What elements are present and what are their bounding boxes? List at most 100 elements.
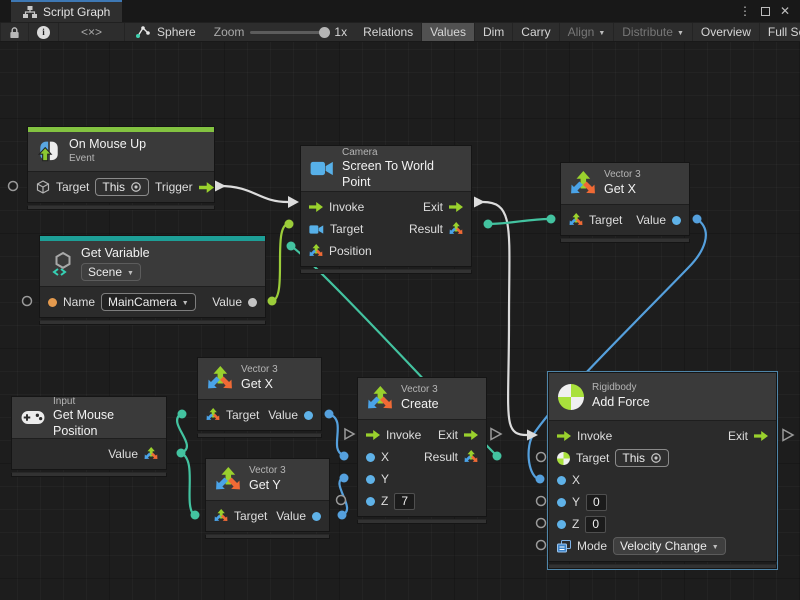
wire-w-trigger-invoke[interactable]: [219, 186, 288, 202]
port-addforce-target: [537, 453, 546, 462]
node-on-mouse-up[interactable]: On Mouse Up Event Target This: [27, 126, 215, 210]
float-port-dot[interactable]: [366, 475, 375, 484]
target-label: Target: [330, 222, 363, 236]
toolbar-button-values[interactable]: Values: [422, 23, 475, 41]
info-button[interactable]: i: [29, 23, 59, 41]
close-icon[interactable]: ✕: [780, 4, 790, 18]
toolbar-button-overview[interactable]: Overview: [693, 23, 760, 41]
flow-arrow-icon[interactable]: [754, 431, 768, 441]
toolbar-button-dim[interactable]: Dim: [475, 23, 513, 41]
wire-w-gety-createy[interactable]: [339, 478, 347, 515]
toolbar-button-fullscreen[interactable]: Full Screen: [760, 23, 800, 41]
object-port-dot[interactable]: [248, 298, 257, 307]
chevron-down-icon: ▼: [677, 30, 684, 37]
float-port-dot[interactable]: [557, 476, 566, 485]
mode-dropdown[interactable]: Velocity Change▼: [613, 537, 726, 555]
port-gety-target: [191, 511, 200, 520]
node-screen-to-world-point[interactable]: Camera Screen To World Point Invoke Exit: [300, 145, 472, 274]
vector3-icon[interactable]: [309, 244, 323, 258]
zoom-slider[interactable]: [250, 31, 328, 34]
node-title: On Mouse Up: [69, 137, 146, 153]
wire-w-result-getx[interactable]: [488, 219, 549, 224]
tab-script-graph[interactable]: Script Graph: [11, 0, 122, 22]
variable-scope-dropdown[interactable]: Scene▼: [81, 263, 141, 281]
port-create-result: [493, 452, 502, 461]
string-port-dot[interactable]: [48, 298, 57, 307]
port-create-y: [340, 474, 349, 483]
float-port-dot[interactable]: [312, 512, 321, 521]
vector3-icon[interactable]: [464, 450, 478, 464]
target-self-field[interactable]: This: [615, 449, 669, 467]
node-rigidbody-add-force[interactable]: Rigidbody Add Force Invoke Exit Target: [547, 371, 778, 570]
invoke-label: Invoke: [577, 429, 612, 443]
wire-w-exit-addforce[interactable]: [483, 202, 527, 435]
port-camera-exit: [474, 197, 485, 208]
z-value-field[interactable]: 7: [394, 493, 415, 510]
toolbar-button-relations[interactable]: Relations: [355, 23, 422, 41]
vector3-icon: [570, 171, 596, 197]
node-vector3-get-y[interactable]: Vector 3 Get Y Target Value: [205, 458, 330, 539]
wire-w-variable-target[interactable]: [272, 224, 288, 301]
y-value-field[interactable]: 0: [586, 494, 607, 511]
gamepad-icon: [21, 410, 45, 425]
wire-w-getx-createx[interactable]: [329, 414, 343, 455]
float-port-dot[interactable]: [557, 498, 566, 507]
wire-w-mouse-getx[interactable]: [177, 414, 187, 453]
rigidbody-mini-icon[interactable]: [557, 452, 570, 465]
toolbar-button-carry[interactable]: Carry: [513, 23, 559, 41]
titlebar: Script Graph ⋮ ✕: [0, 0, 800, 22]
port-create-exit: [491, 429, 501, 440]
zoom-slider-handle[interactable]: [319, 27, 330, 38]
lock-button[interactable]: [0, 23, 29, 41]
vector3-icon[interactable]: [144, 447, 158, 461]
node-vector3-get-x-mid[interactable]: Vector 3 Get X Target Value: [197, 357, 322, 438]
lock-icon: [9, 26, 20, 39]
port-getxmid-value: [325, 410, 334, 419]
flow-arrow-icon[interactable]: [557, 431, 571, 441]
variable-name-dropdown[interactable]: MainCamera▼: [101, 293, 196, 311]
float-port-dot[interactable]: [304, 411, 313, 420]
float-port-dot[interactable]: [557, 520, 566, 529]
vector3-icon[interactable]: [214, 509, 228, 523]
target-picker-icon[interactable]: [130, 181, 142, 193]
vector3-icon[interactable]: [569, 213, 583, 227]
flow-arrow-icon[interactable]: [309, 202, 323, 212]
node-title: Add Force: [592, 395, 650, 411]
float-port-dot[interactable]: [366, 453, 375, 462]
flow-arrow-icon[interactable]: [366, 430, 380, 440]
wire-w-mouse-gety[interactable]: [181, 453, 194, 515]
camera-mini-icon[interactable]: [309, 224, 324, 235]
node-get-mouse-position[interactable]: Input Get Mouse Position Value: [11, 396, 167, 477]
toolbar-button-align[interactable]: Align▼: [560, 23, 615, 41]
z-label: Z: [381, 494, 388, 508]
node-get-variable[interactable]: Get Variable Scene▼ Name MainCamera▼: [39, 235, 266, 325]
mode-label: Mode: [577, 539, 607, 553]
maximize-icon[interactable]: [761, 7, 770, 16]
flow-arrow-icon[interactable]: [464, 430, 478, 440]
vector3-icon[interactable]: [206, 408, 220, 422]
float-port-dot[interactable]: [672, 216, 681, 225]
node-vector3-create[interactable]: Vector 3 Create Invoke Exit X Result: [357, 377, 487, 524]
vector3-icon[interactable]: [449, 222, 463, 236]
node-footer: [357, 519, 487, 524]
toolbar-button-distribute[interactable]: Distribute▼: [614, 23, 693, 41]
port-getxtop-value: [693, 215, 702, 224]
target-self-field[interactable]: This: [95, 178, 149, 196]
flow-arrow-icon[interactable]: [199, 182, 214, 193]
z-value-field[interactable]: 0: [585, 516, 606, 533]
node-footer: [560, 238, 690, 243]
arrow-into-camera-invoke: [288, 196, 299, 208]
float-port-dot[interactable]: [366, 497, 375, 506]
chevron-down-icon: ▼: [182, 300, 189, 307]
flow-arrow-icon[interactable]: [449, 202, 463, 212]
port-create-invoke: [345, 429, 354, 439]
node-vector3-get-x-top[interactable]: Vector 3 Get X Target Value: [560, 162, 690, 243]
value-label: Value: [276, 509, 306, 523]
zoom-to-fit-button[interactable]: <×>: [59, 23, 125, 41]
kebab-menu-icon[interactable]: ⋮: [739, 4, 751, 18]
target-picker-icon[interactable]: [650, 452, 662, 464]
target-label: Target: [226, 408, 259, 422]
value-label: Value: [212, 295, 242, 309]
